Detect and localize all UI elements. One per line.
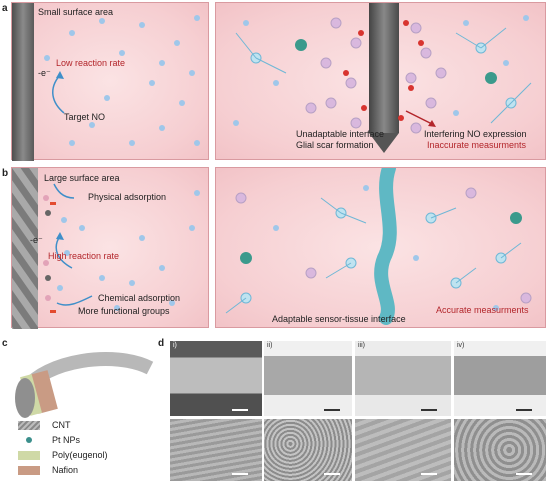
panel-letter-c: c: [2, 338, 8, 349]
interfering-no-icon: [343, 20, 424, 121]
fiber-cross-section-drawing: [15, 352, 154, 418]
red-arrow-icon: [428, 120, 436, 127]
small-surface-label: Small surface area: [38, 7, 114, 17]
sem-bottom-ii: [264, 419, 352, 481]
astrocyte-icon: [295, 39, 497, 84]
electron-label-b: -e⁻: [30, 235, 43, 245]
microglia-icon: [235, 187, 532, 304]
glial-cells-icon: [305, 17, 447, 134]
physical-adsorption-label: Physical adsorption: [88, 192, 167, 202]
low-rate-label: Low reaction rate: [56, 58, 126, 68]
panel-a-right-drawing: [233, 3, 532, 153]
legend-cnt: CNT: [52, 420, 71, 430]
sem-bottom-i: [170, 419, 262, 481]
panel-b-right: [215, 167, 546, 328]
neuron-icon-b: [225, 197, 522, 314]
sem-col-label-iv: iv): [457, 342, 465, 349]
electron-label-a: -e⁻: [38, 68, 51, 78]
sem-col-label-iii: iii): [358, 342, 365, 349]
cnt-swatch-icon: [18, 421, 40, 430]
no-molecules-icon-b: [57, 190, 200, 311]
legend-nafion: Nafion: [52, 465, 79, 475]
cnt-bundle-icon: [15, 378, 35, 418]
nafion-swatch-icon: [18, 466, 40, 475]
sem-bottom-iii: [355, 419, 451, 481]
pt-dot-icon: [26, 437, 32, 443]
interfering-label: Interfering NO expression: [424, 129, 527, 139]
panel-b-right-drawing: [225, 168, 532, 325]
no-molecules-icon: [44, 15, 200, 146]
rigid-probe-icon: [369, 3, 399, 133]
chemical-adsorption-label: Chemical adsorption: [98, 293, 181, 303]
flat-electrode-icon: [12, 3, 34, 161]
panel-b-left: [11, 167, 209, 329]
sem-top-i: i): [170, 341, 262, 416]
accurate-label: Accurate measurments: [436, 305, 529, 315]
legend-pt: Pt NPs: [52, 435, 81, 445]
panel-a-right: [215, 2, 546, 160]
adaptable-interface-label: Adaptable sensor-tissue interface: [272, 314, 406, 324]
glial-scar-label: Glial scar formation: [296, 140, 374, 150]
large-surface-label: Large surface area: [44, 173, 120, 183]
target-no-label: Target NO: [64, 112, 106, 122]
panel-b-left-drawing: [12, 168, 200, 329]
high-rate-label: High reaction rate: [48, 251, 120, 261]
legend-polyeugenol: Poly(eugenol): [52, 450, 108, 460]
panel-letter-a: a: [2, 3, 8, 14]
sem-top-ii: ii): [264, 341, 352, 416]
panel-a-left: [11, 2, 209, 161]
sem-col-label-ii: ii): [267, 342, 273, 349]
neuron-icon: [235, 27, 532, 124]
flexible-fiber-icon: [374, 168, 397, 325]
unadaptable-label: Unadaptable interface: [296, 129, 385, 139]
panel-letter-d: d: [158, 338, 165, 349]
panel-letter-b: b: [2, 168, 9, 179]
no-molecules-icon-a2: [233, 15, 529, 126]
cnt-fiber-electrode-icon: [12, 168, 38, 329]
polyeugenol-swatch-icon: [18, 451, 40, 460]
panel-a-left-drawing: [12, 3, 200, 161]
sem-top-iii: iii): [355, 341, 451, 416]
sem-top-iv: iv): [454, 341, 546, 416]
astrocyte-icon-b: [240, 212, 522, 264]
reaction-arrow-icon: [52, 74, 65, 114]
sem-bottom-iv: [454, 419, 546, 481]
functional-groups-label: More functional groups: [78, 306, 170, 316]
inaccurate-label: Inaccurate measurments: [427, 140, 527, 150]
sem-col-label-i: i): [173, 342, 177, 349]
adsorbed-molecules-icon: [43, 195, 56, 313]
